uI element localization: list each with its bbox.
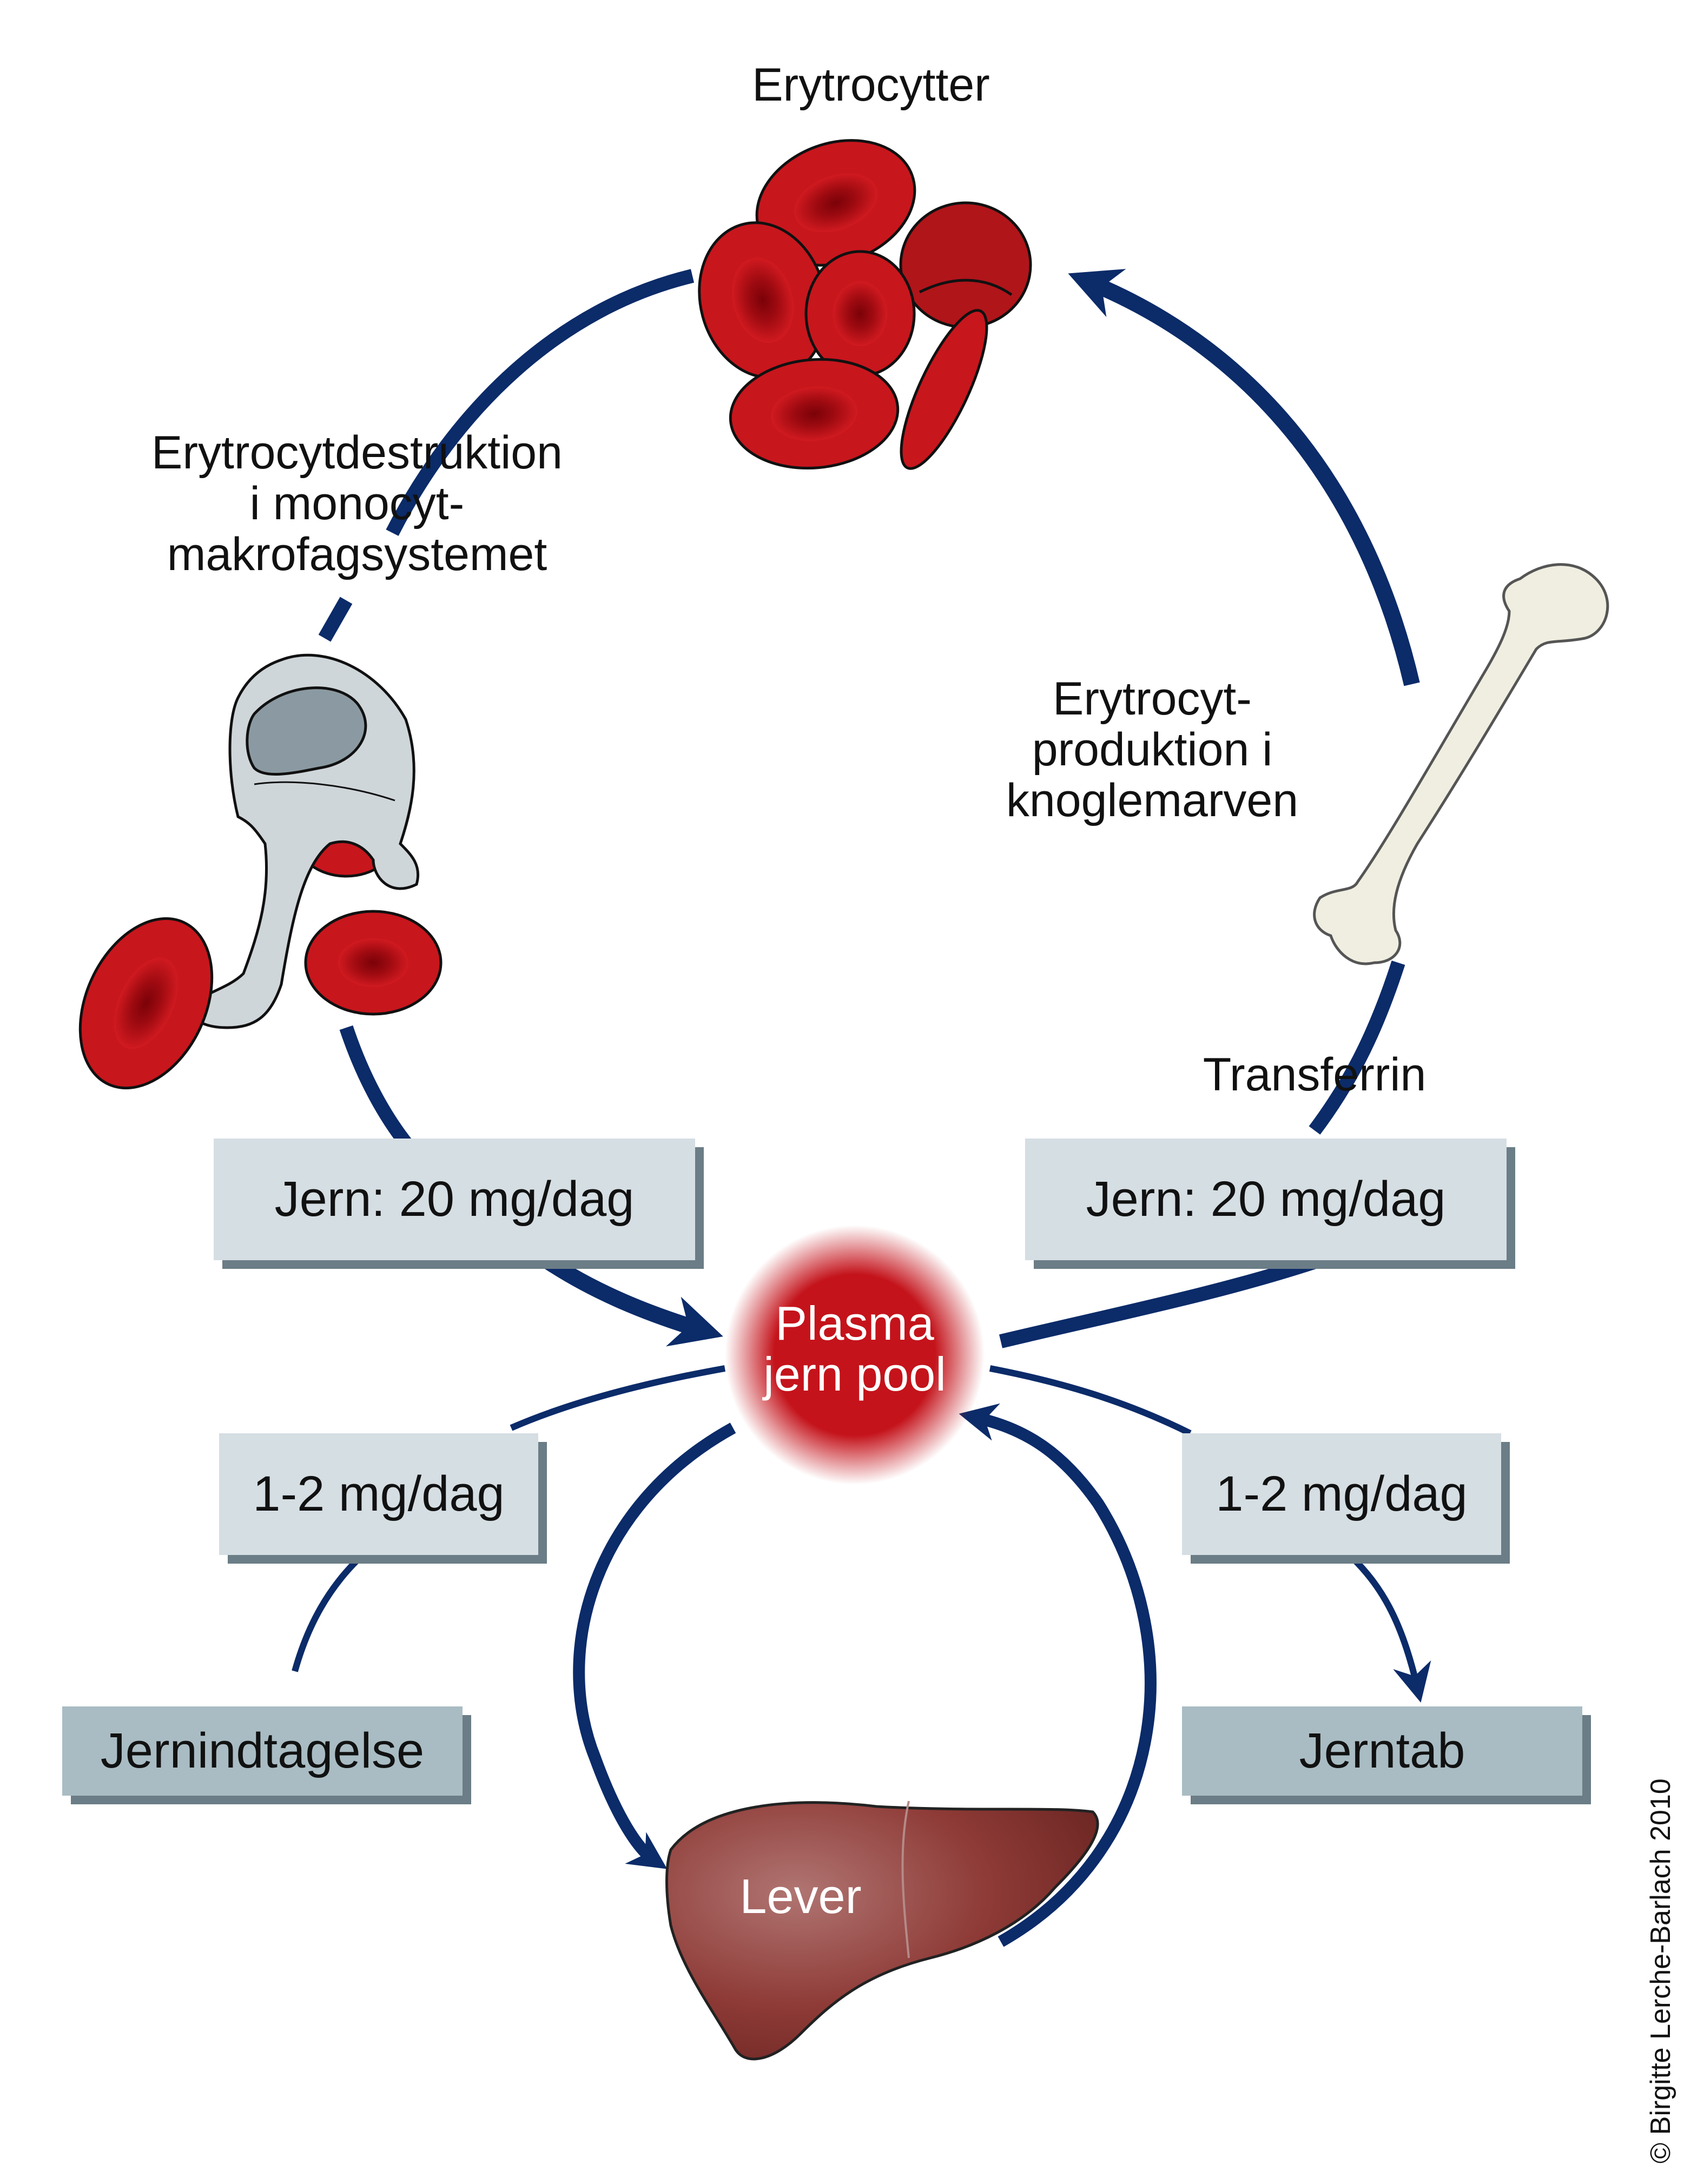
box-iron-left: Jern: 20 mg/dag xyxy=(214,1139,695,1260)
arc-right-upper xyxy=(1068,269,1420,686)
arc-top-left xyxy=(386,269,695,536)
label-production-line1: Erytrocyt- xyxy=(1053,673,1252,725)
label-erythrocytes: Erytrocytter xyxy=(752,59,990,111)
copyright-notice: © Birgitte Lerche-Barlach 2010 xyxy=(1645,1778,1676,2163)
arc-right-bottom xyxy=(999,1253,1323,1348)
bone-illustration xyxy=(1313,563,1609,965)
arc-intake-to-plasma xyxy=(510,1365,726,1431)
macrophage-illustration xyxy=(78,653,443,1090)
label-destruction-line2: i monocyt- xyxy=(249,478,465,530)
box-intake-rate: 1-2 mg/dag xyxy=(219,1433,538,1555)
arrow-to-plasma xyxy=(541,1253,723,1347)
arc-left-dashed xyxy=(318,597,353,642)
label-transferrin: Transferrin xyxy=(1203,1049,1427,1101)
label-liver: Lever xyxy=(739,1870,862,1924)
arc-right-lower xyxy=(1309,961,1405,1135)
arrow-liver-to-plasma xyxy=(959,1403,1157,1947)
label-plasma-pool: Plasma jern pool xyxy=(719,1298,990,1400)
liver-illustration xyxy=(665,1801,1099,2061)
label-production-line2: produktion i xyxy=(1032,724,1273,776)
box-iron-loss: Jerntab xyxy=(1182,1706,1582,1796)
label-plasma-line1: Plasma xyxy=(775,1296,934,1350)
arc-intake-lower xyxy=(292,1558,360,1672)
label-destruction: Erytrocytdestruktion i monocyt- makrofag… xyxy=(108,427,606,580)
rbc-3 xyxy=(899,201,1032,329)
erythrocytes-cluster xyxy=(698,139,1032,470)
femur xyxy=(1313,563,1609,965)
label-production-line3: knoglemarven xyxy=(1006,775,1299,826)
plasma-pool xyxy=(725,1225,985,1485)
box-loss-rate: 1-2 mg/dag xyxy=(1182,1433,1501,1555)
label-destruction-line3: makrofagsystemet xyxy=(167,528,547,580)
arrow-to-loss xyxy=(1350,1555,1431,1703)
rbc-5 xyxy=(900,309,988,470)
box-iron-intake: Jernindtagelse xyxy=(62,1706,463,1796)
arc-plasma-to-loss xyxy=(989,1365,1192,1437)
box-iron-right: Jern: 20 mg/dag xyxy=(1025,1139,1507,1260)
macrophage-nucleus xyxy=(246,686,367,776)
label-plasma-line2: jern pool xyxy=(763,1347,946,1401)
label-destruction-line1: Erytrocytdestruktion xyxy=(151,427,563,479)
label-production: Erytrocyt- produktion i knoglemarven xyxy=(985,673,1320,826)
arrow-plasma-to-liver xyxy=(573,1422,736,1869)
